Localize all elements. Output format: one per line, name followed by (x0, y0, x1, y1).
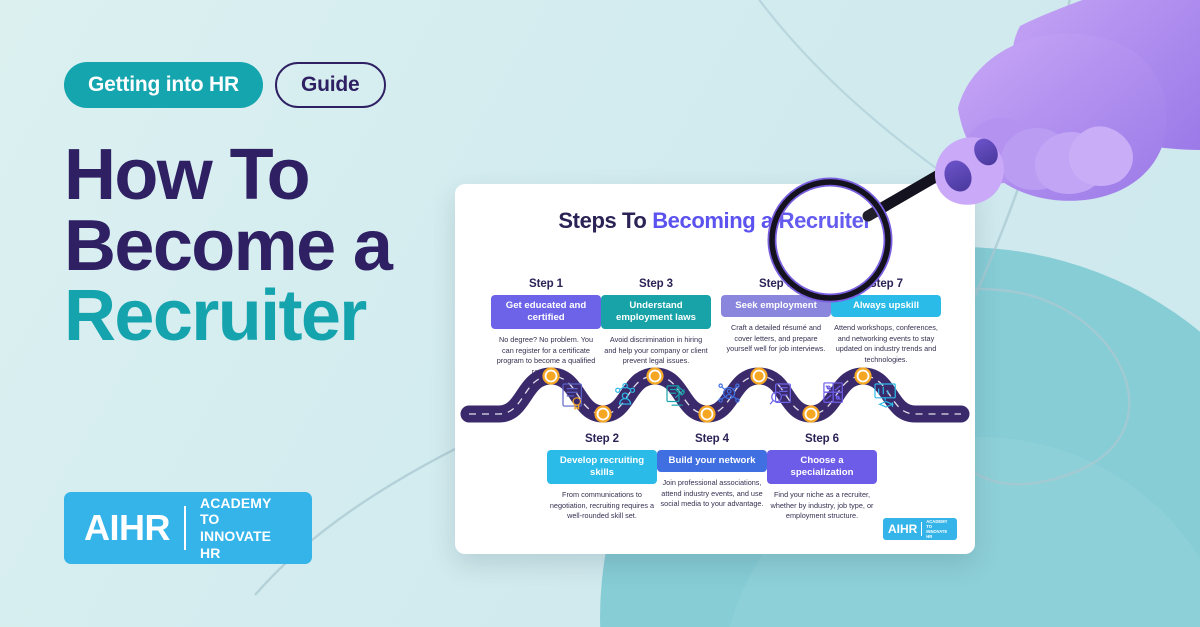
road-markers (542, 367, 872, 423)
road-marker (802, 405, 820, 423)
road-marker (854, 367, 872, 385)
step-number-label: Step 6 (805, 433, 839, 445)
puzzle-specialization-icon (823, 382, 843, 403)
card-logo-tagline: ACADEMY TO INNOVATE HR (926, 519, 952, 540)
step-badge[interactable]: Develop recruiting skills (547, 450, 657, 484)
step-description: Avoid discrimination in hiring and help … (604, 334, 708, 366)
headline-line-3: Recruiter (64, 276, 367, 357)
infographic-title: Steps To Becoming a Recruiter (455, 208, 975, 234)
step-badge[interactable]: Seek employment (721, 295, 831, 317)
resume-search-icon (769, 383, 791, 405)
step-badge[interactable]: Understand employment laws (601, 295, 711, 329)
step-number-label: Step 2 (585, 433, 619, 445)
step-badge[interactable]: Always upskill (831, 295, 941, 317)
card-logo-tagline-line-1: ACADEMY TO (926, 518, 948, 529)
headline-line-1: How To (64, 135, 311, 215)
presentation-learning-icon (874, 383, 896, 408)
road-svg (460, 367, 970, 423)
step-number-label: Step 7 (869, 278, 903, 290)
aihr-logo[interactable]: AIHR ACADEMY TO INNOVATE HR (64, 492, 312, 564)
left-content-column: Getting into HR Guide How To Become a Re… (0, 0, 460, 627)
certificate-icon (562, 383, 582, 411)
logo-divider (184, 506, 186, 550)
step-description: Find your niche as a recruiter, whether … (770, 489, 874, 521)
road-marker (750, 367, 768, 385)
road-marker (698, 405, 716, 423)
road-marker (646, 367, 664, 385)
network-person-icon (718, 383, 740, 403)
badge-row: Getting into HR Guide (64, 62, 386, 108)
badge-category[interactable]: Getting into HR (64, 62, 263, 108)
card-logo-tagline-line-2: INNOVATE HR (926, 529, 948, 540)
gavel-icon (666, 385, 685, 406)
headline-line-2: Become a (64, 205, 393, 286)
step-description: Craft a detailed résumé and cover letter… (726, 322, 826, 354)
step-number-label: Step 3 (639, 278, 673, 290)
roadmap-path (455, 360, 975, 430)
step-number-label: Step 4 (695, 433, 729, 445)
road-marker (542, 367, 560, 385)
card-logo-divider (921, 522, 923, 536)
aihr-logo-mark: AIHR (84, 507, 171, 548)
page-title: How To Become a Recruiter (64, 135, 464, 357)
step-badge[interactable]: Get educated and certified (491, 295, 601, 329)
infographic-title-highlight: Becoming a Recruiter (652, 208, 872, 233)
step-badge[interactable]: Build your network (657, 450, 767, 472)
aihr-logo-tagline: ACADEMY TO INNOVATE HR (200, 495, 292, 561)
skills-network-icon (615, 382, 636, 405)
step-description: From communications to negotiation, recr… (549, 489, 655, 521)
infographic-title-prefix: Steps To (558, 208, 653, 233)
logo-tagline-line-1: ACADEMY TO (200, 494, 272, 528)
infographic-card: Steps To Becoming a Recruiter Step 1 Get … (455, 184, 975, 554)
step-number-label: Step 5 (759, 278, 793, 290)
badge-content-type[interactable]: Guide (274, 62, 386, 108)
step-description: Attend workshops, conferences, and netwo… (834, 322, 938, 364)
card-logo-mark: AIHR (888, 522, 918, 536)
road-marker (594, 405, 612, 423)
step-number-label: Step 1 (529, 278, 563, 290)
step-description: Join professional associations, attend i… (660, 477, 764, 509)
card-aihr-logo: AIHR ACADEMY TO INNOVATE HR (883, 518, 957, 540)
logo-tagline-line-2: INNOVATE HR (200, 528, 272, 561)
step-badge[interactable]: Choose a specialization (767, 450, 877, 484)
roadmap-icons (455, 360, 975, 430)
